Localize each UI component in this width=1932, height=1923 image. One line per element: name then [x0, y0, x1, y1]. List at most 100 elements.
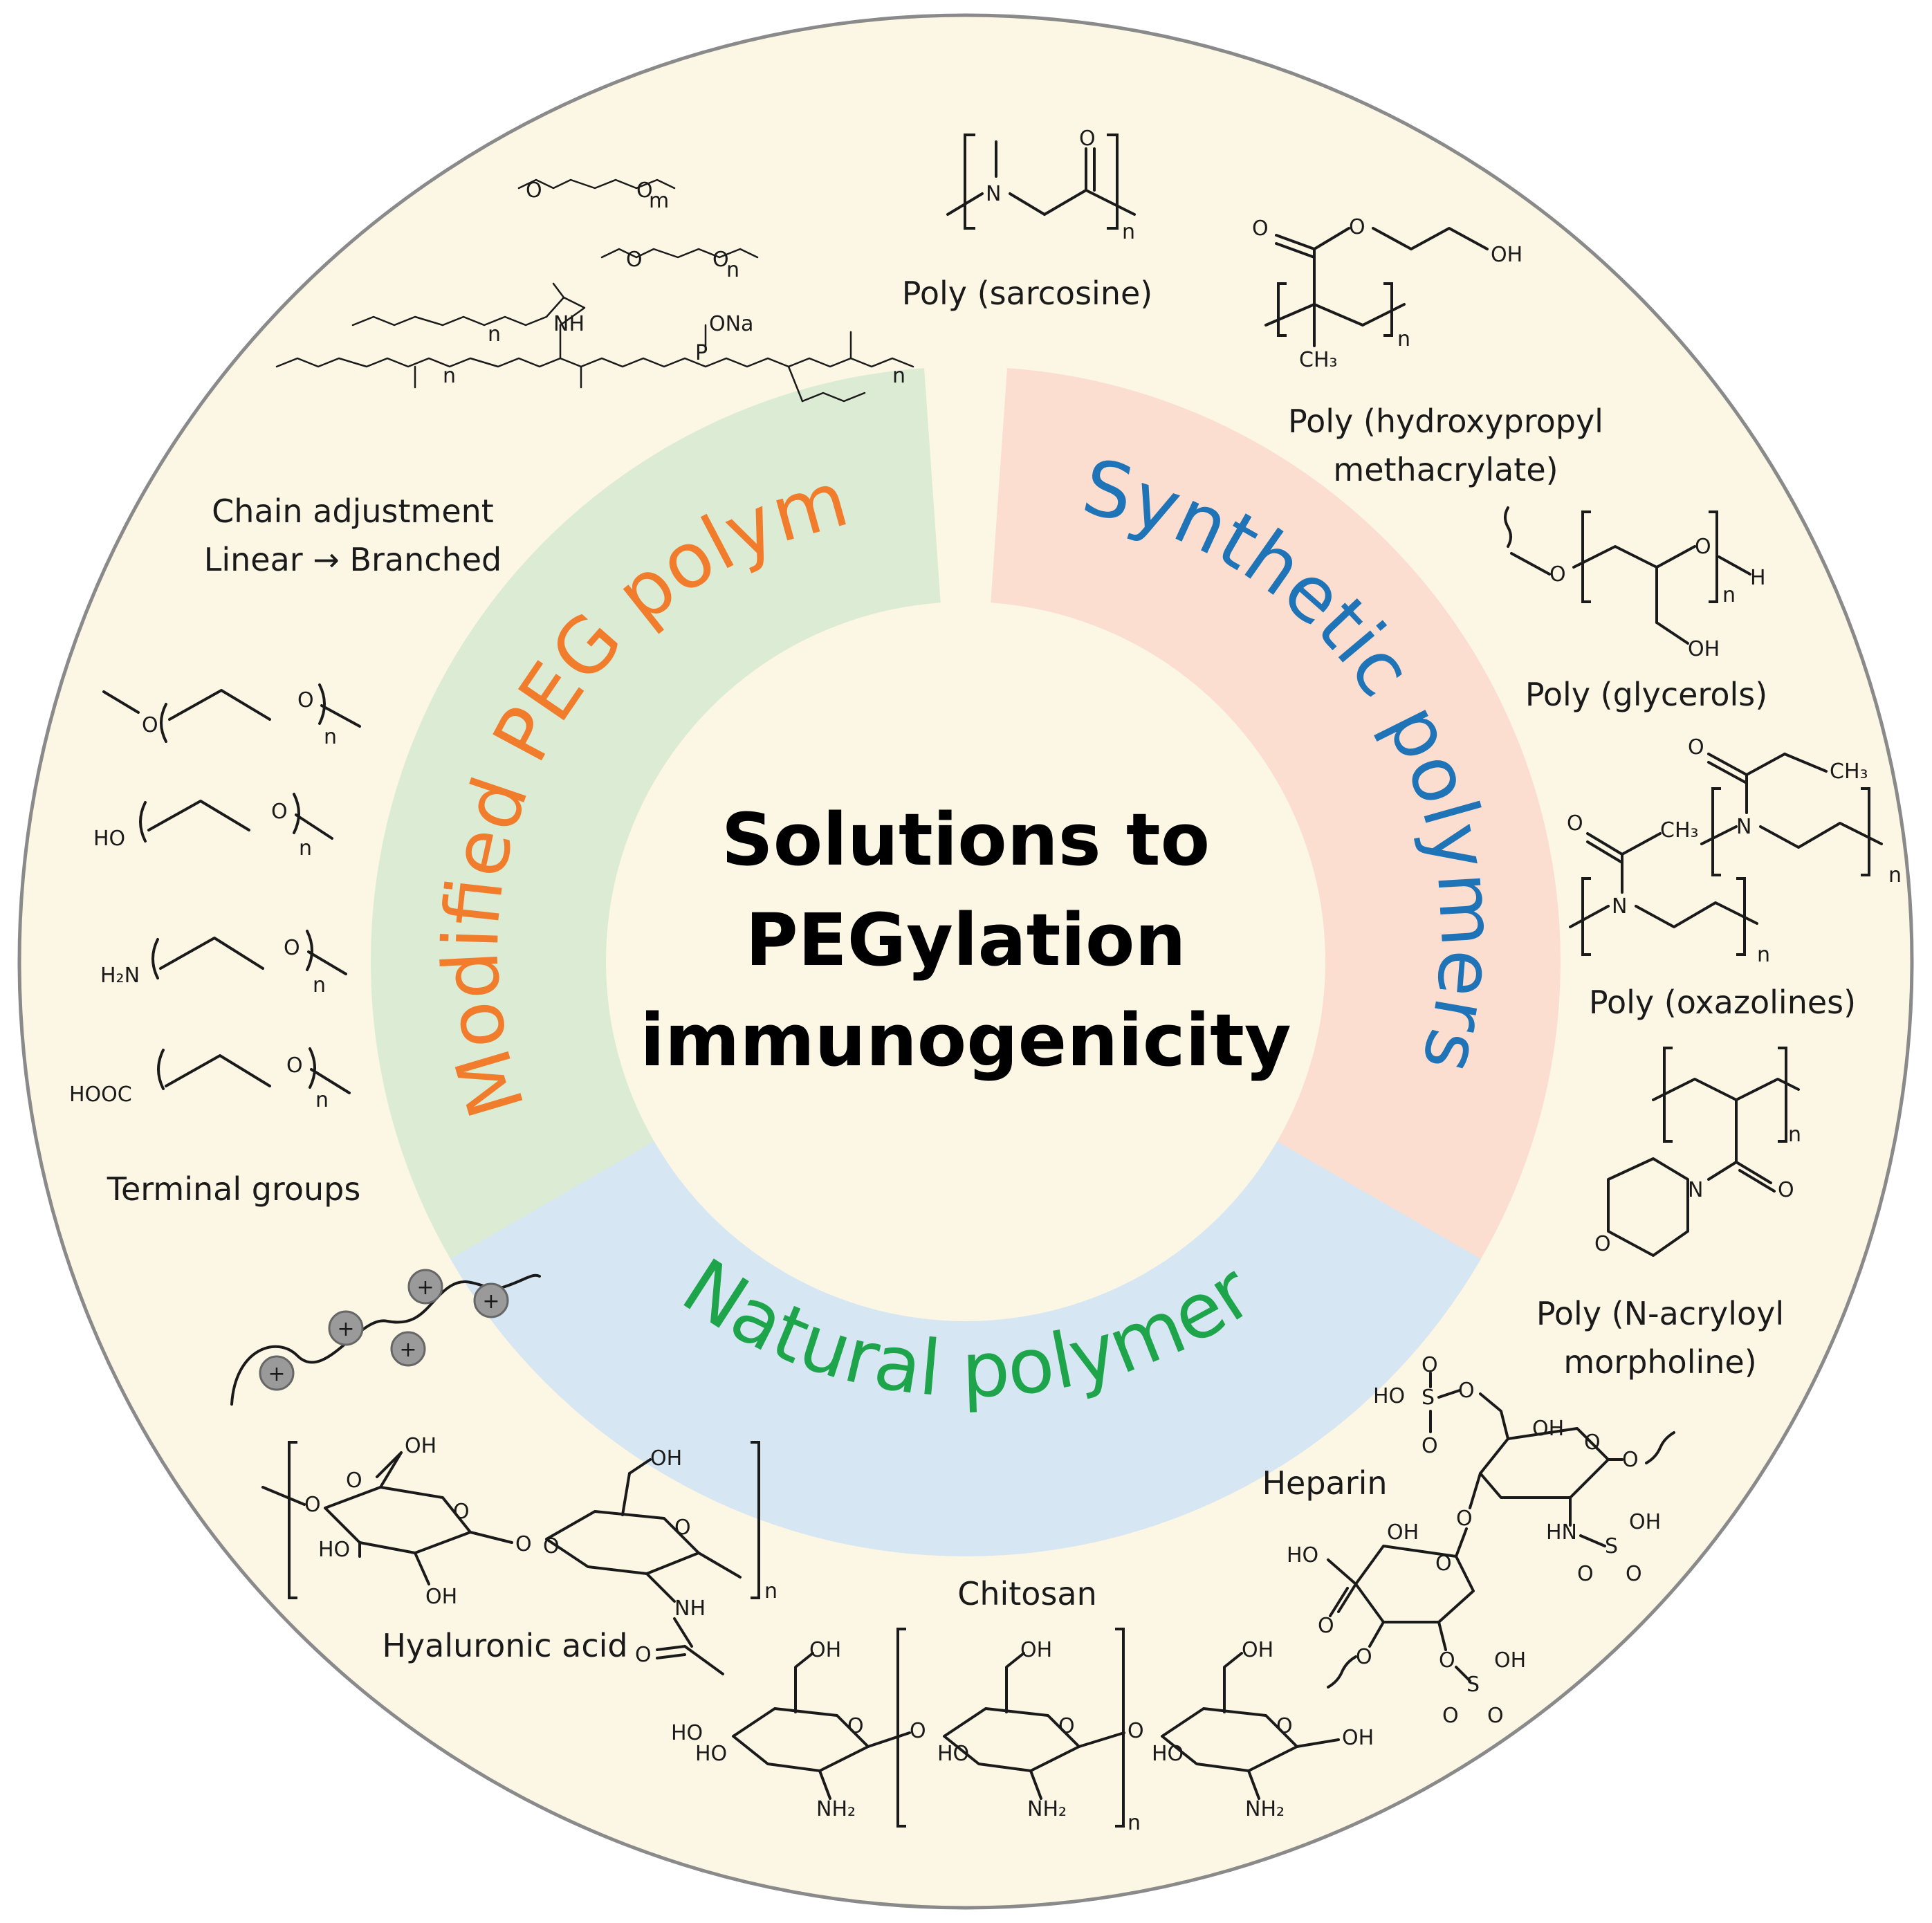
chitosan-ho-4: HO [1152, 1742, 1184, 1766]
sarcosine-n: N [986, 182, 1001, 206]
peg-branch-o-3: O [626, 248, 643, 272]
terminal-carboxyl-o: O [286, 1053, 303, 1078]
chitosan-sub-n: n [1128, 1811, 1141, 1835]
charge-bead-3: + [390, 1331, 426, 1367]
glycerols-label: Poly (glycerols) [1525, 676, 1767, 713]
outer-circle [17, 13, 1914, 1910]
oxazoline-n-1: N [1736, 815, 1751, 839]
terminal-group-hydroxyl: HO O n [93, 793, 333, 861]
chitosan-nh2-2: NH₂ [1027, 1797, 1067, 1821]
oxazoline-ch3-1: CH₃ [1830, 760, 1868, 784]
peg-branch-ona: ONa [709, 312, 753, 336]
terminal-group-amine: H₂N O n [100, 930, 347, 997]
oxazoline-ch3-2: CH₃ [1660, 818, 1699, 843]
sarcosine-label: Poly (sarcosine) [902, 275, 1152, 312]
oxazoline-o-2: O [1567, 811, 1583, 836]
ha-ring-o-2: O [674, 1516, 691, 1540]
terminal-methoxy-o: O [142, 713, 158, 737]
peg-branch-n-3: n [443, 364, 456, 388]
chitosan-oh-3: OH [1242, 1638, 1273, 1662]
terminal-groups-label: Terminal groups [107, 1170, 361, 1208]
heparin-structure: HO S O O O O OH O HN S OH O O O OH O HO … [1287, 1353, 1675, 1728]
heparin-hn: HN [1546, 1520, 1577, 1545]
chitosan-o-link-1: O [910, 1719, 926, 1743]
ha-ho-1: HO [318, 1538, 350, 1562]
ha-o-1: O [304, 1493, 321, 1517]
heparin-label: Heparin [1262, 1464, 1387, 1502]
chitosan-ring-o-2: O [1058, 1714, 1075, 1738]
charge-symbol-3: + [399, 1338, 416, 1362]
ha-oh-1: OH [405, 1434, 436, 1458]
hpma-sub-n: n [1397, 327, 1410, 351]
center-title-line-2: PEGylation [745, 898, 1186, 982]
chitosan-ho-1: HO [671, 1721, 703, 1745]
oxazoline-structure: O CH₃ N n O CH₃ N n [1567, 735, 1902, 967]
glycerol-h: H [1750, 566, 1766, 590]
terminal-methoxy-n: n [324, 725, 337, 749]
sarcosine-structure: N O n [946, 127, 1136, 244]
hpma-label-line-1: Poly (hydroxypropyl [1288, 403, 1603, 440]
peg-branch-nh: NH [553, 312, 585, 336]
heparin-oh-3: OH [1387, 1520, 1419, 1545]
acmo-o-2: O [1594, 1232, 1611, 1256]
oxazoline-n-2: N [1612, 894, 1627, 919]
terminal-carboxyl-n: n [315, 1088, 329, 1112]
glycerol-oh: OH [1688, 637, 1720, 661]
heparin-s-1: S [1422, 1386, 1435, 1410]
terminal-amine-h2n: H₂N [100, 964, 140, 988]
terminal-methoxy-o2: O [297, 688, 314, 712]
ha-oh-2: OH [425, 1585, 457, 1609]
heparin-ring-o-2: O [1435, 1552, 1452, 1576]
ha-o-2: O [346, 1469, 362, 1493]
oxazoline-o-1: O [1688, 735, 1704, 760]
band-synthetic [991, 368, 1561, 1294]
chitosan-ho-2: HO [695, 1742, 727, 1766]
heparin-oh-1: OH [1532, 1417, 1564, 1441]
oxazoline-sub-n-1: n [1888, 863, 1902, 887]
heparin-o-s2a: O [1577, 1562, 1594, 1586]
terminal-amine-n: n [313, 973, 326, 997]
hpma-structure: O O OH CH₃ n [1252, 215, 1522, 372]
heparin-ring-o-1: O [1584, 1430, 1601, 1455]
band-natural [450, 1141, 1481, 1556]
terminal-hydroxyl-n: n [299, 836, 312, 861]
hpma-ch3: CH₃ [1299, 348, 1338, 372]
charge-symbol-5: + [482, 1289, 499, 1314]
glycerol-sub-n: n [1722, 583, 1736, 607]
ha-ho-2: O [543, 1534, 560, 1558]
heparin-o-s1b: O [1422, 1353, 1438, 1377]
charge-bead-4: + [407, 1269, 443, 1305]
terminal-carboxyl-hooc: HOOC [69, 1083, 132, 1107]
center-title-line-1: Solutions to [721, 798, 1210, 882]
ha-sub-n: n [764, 1579, 778, 1603]
peg-branch-o-1: O [526, 178, 542, 203]
heparin-o-link-1: O [1458, 1379, 1475, 1403]
chitosan-structure: n O OH HO HO NH₂ O O OH HO NH₂ O O OH HO… [671, 1628, 1374, 1835]
charge-bead-5: + [473, 1282, 509, 1318]
charge-bead-2: + [328, 1310, 364, 1346]
glycerol-o-1: O [1549, 562, 1566, 587]
chitosan-label: Chitosan [957, 1575, 1097, 1612]
ha-nh: NH [674, 1597, 706, 1621]
hpma-o-2: O [1349, 215, 1365, 239]
chitosan-nh2-1: NH₂ [816, 1797, 856, 1821]
charge-bead-1: + [259, 1355, 295, 1391]
heparin-o-s2b: O [1626, 1562, 1642, 1586]
center-title-line-3: immunogenicity [640, 998, 1291, 1083]
heparin-s-2: S [1605, 1534, 1618, 1558]
oxazoline-sub-n-2: n [1757, 943, 1770, 967]
acmo-label-line-1: Poly (N-acryloyl [1536, 1295, 1784, 1332]
heparin-s-3: S [1466, 1673, 1480, 1697]
linear-branched-label: Linear → Branched [204, 541, 502, 578]
peg-branch-p: P [695, 341, 708, 365]
acmo-label-line-2: morpholine) [1563, 1343, 1756, 1381]
glycerol-o-2: O [1695, 535, 1711, 559]
heparin-oh-2: OH [1629, 1510, 1661, 1534]
heparin-o-carbonyl: O [1318, 1614, 1334, 1638]
peg-branch-n-4: n [892, 364, 905, 388]
peg-branch-o-2: O [636, 178, 653, 203]
heparin-o-s3b: O [1487, 1704, 1504, 1728]
ha-o-3: O [515, 1532, 532, 1556]
terminal-group-carboxyl: HOOC O n [69, 1047, 351, 1112]
oxazolines-label: Poly (oxazolines) [1589, 984, 1856, 1021]
